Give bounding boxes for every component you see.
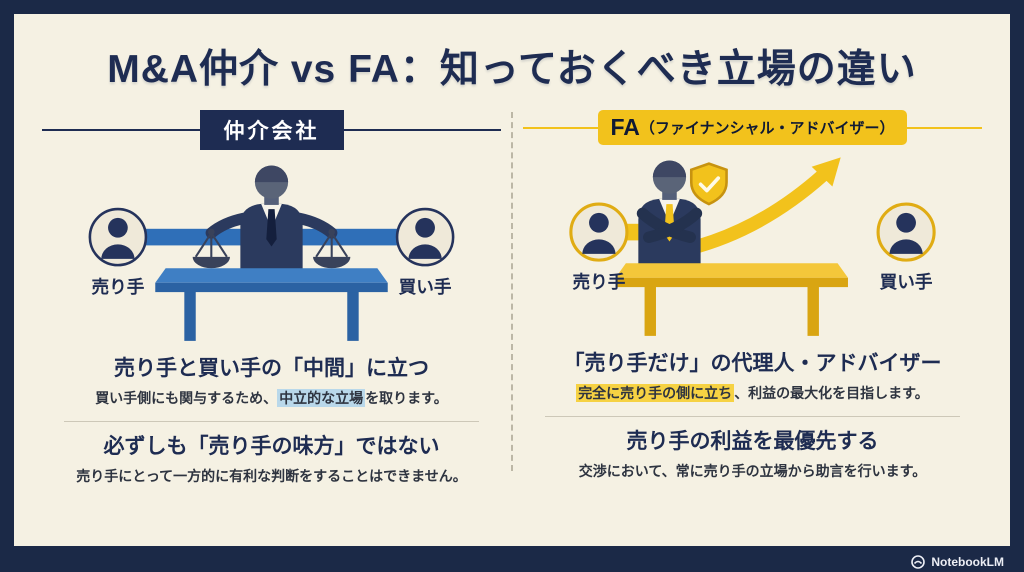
broker-subtext-1: 買い手側にも関与するため、中立的な立場を取ります。	[95, 389, 448, 407]
fa-illustration: 売り手 買い手	[519, 147, 986, 339]
header-line	[523, 126, 599, 129]
seller-avatar-icon	[569, 202, 629, 262]
neutral-highlight: 中立的な立場	[277, 389, 366, 407]
fa-subtext-2: 交渉において、常に売り手の立場から助言を行います。	[578, 463, 927, 480]
brand-label: NotebookLM	[931, 555, 1004, 569]
fa-businessman-icon	[636, 160, 703, 274]
buyer-label: 買い手	[399, 276, 452, 297]
header-line	[343, 129, 501, 131]
seller-label: 売り手	[572, 271, 625, 292]
infographic-canvas: M&A仲介 vs FA：知っておくべき立場の違い 仲介会社	[14, 14, 1010, 546]
seller-label: 売り手	[91, 276, 144, 297]
header-line	[906, 126, 982, 129]
fa-badge-sub: （ファイナンシャル・アドバイザー）	[639, 120, 895, 137]
fa-column: FA （ファイナンシャル・アドバイザー）	[519, 102, 986, 487]
balance-scale-right-icon	[313, 228, 351, 269]
fa-header: FA （ファイナンシャル・アドバイザー）	[523, 110, 982, 145]
broker-header: 仲介会社	[42, 110, 501, 150]
businessman-scales-icon	[205, 165, 338, 279]
seller-avatar-icon	[88, 207, 148, 267]
table-icon	[615, 263, 848, 336]
fa-subtext-1: 完全に売り手の側に立ち、利益の最大化を目指します。	[576, 384, 929, 402]
broker-headline-1: 売り手と買い手の「中間」に立つ	[114, 357, 429, 380]
page-title: M&A仲介 vs FA：知っておくべき立場の違い	[107, 48, 917, 91]
fa-text-block: 「売り手だけ」の代理人・アドバイザー 完全に売り手の側に立ち、利益の最大化を目指…	[519, 339, 986, 482]
balance-scale-left-icon	[192, 228, 230, 269]
footer-brand: NotebookLM	[911, 555, 1004, 569]
broker-illustration: 売り手 買い手	[38, 152, 505, 344]
fa-badge-main: FA	[610, 114, 640, 140]
fa-scene-icon: 売り手 買い手	[569, 157, 936, 336]
fa-headline-2: 売り手の利益を最優先する	[626, 430, 879, 454]
section-divider	[545, 416, 960, 418]
broker-headline-2: 必ずしも「売り手の味方」ではない	[103, 435, 440, 459]
column-divider	[511, 112, 513, 471]
comparison-columns: 仲介会社	[14, 102, 1010, 487]
table-icon	[155, 268, 388, 341]
fa-headline-1: 「売り手だけ」の代理人・アドバイザー	[563, 352, 942, 375]
header-line	[42, 129, 200, 131]
notebooklm-icon	[911, 555, 926, 569]
buyer-avatar-icon	[395, 207, 455, 267]
shield-icon	[689, 162, 728, 206]
broker-badge: 仲介会社	[199, 110, 344, 150]
buyer-avatar-icon	[876, 202, 936, 262]
section-divider	[64, 421, 479, 423]
fa-badge: FA （ファイナンシャル・アドバイザー）	[598, 110, 907, 145]
broker-column: 仲介会社	[38, 102, 505, 487]
broker-scene-icon: 売り手 買い手	[88, 165, 455, 341]
broker-text-block: 売り手と買い手の「中間」に立つ 買い手側にも関与するため、中立的な立場を取ります…	[38, 344, 505, 487]
broker-subtext-2: 売り手にとって一方的に有利な判断をすることはできません。	[76, 468, 467, 485]
seller-side-highlight: 完全に売り手の側に立ち	[576, 384, 735, 402]
buyer-label: 買い手	[880, 271, 933, 292]
